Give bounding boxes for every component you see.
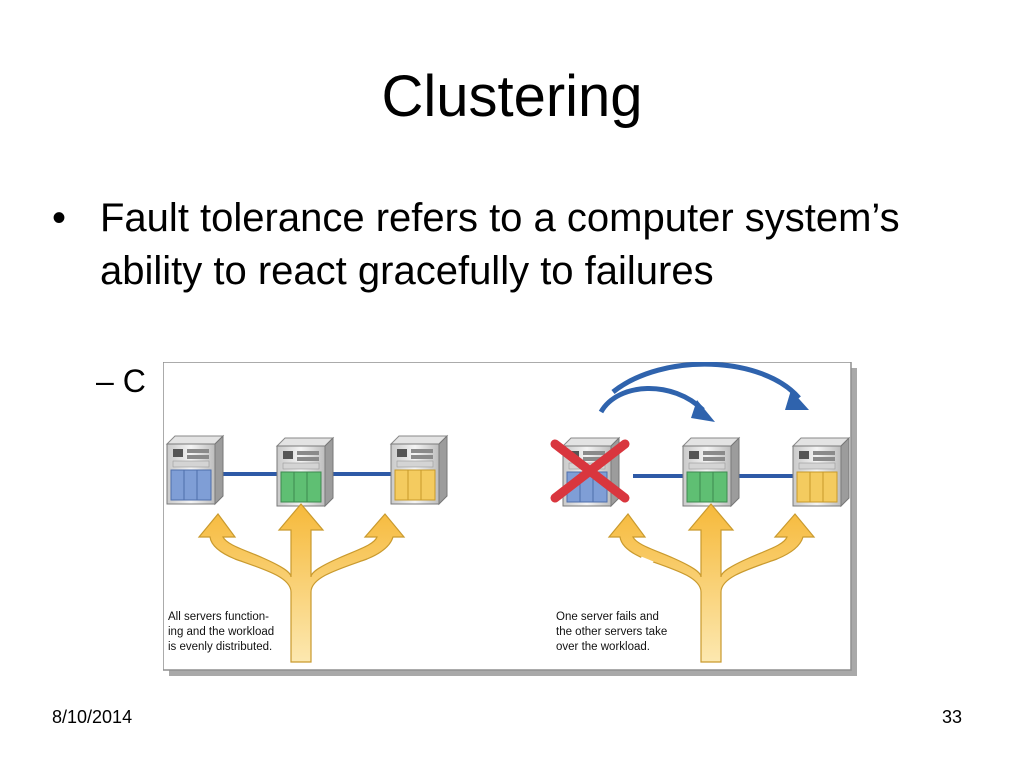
caption-left: All servers function- ing and the worklo… <box>168 611 275 653</box>
clustering-diagram-svg <box>163 362 857 676</box>
footer-date: 8/10/2014 <box>52 707 133 727</box>
bullet-text: Fault tolerance refers to a computer sys… <box>100 196 900 293</box>
fail-x-icon <box>550 439 630 503</box>
server-left-3 <box>390 435 448 505</box>
server-right-3 <box>792 437 850 507</box>
workload-arrow-left <box>197 503 406 663</box>
page-number: 33 <box>941 707 962 727</box>
bullet-mark: • <box>52 196 67 240</box>
failover-arrow-long <box>611 362 801 400</box>
slide-title: Clustering <box>381 64 643 129</box>
workload-arrow-right <box>607 503 816 663</box>
server-left-1 <box>166 435 224 505</box>
sub-bullet-text: – C <box>96 363 146 399</box>
server-right-2 <box>682 437 740 507</box>
broken-branch-icon <box>640 556 658 574</box>
server-left-2 <box>276 437 334 507</box>
caption-right: One server fails and the other servers t… <box>556 611 668 653</box>
clustering-diagram <box>163 362 857 676</box>
failover-arrow-short <box>598 386 705 414</box>
